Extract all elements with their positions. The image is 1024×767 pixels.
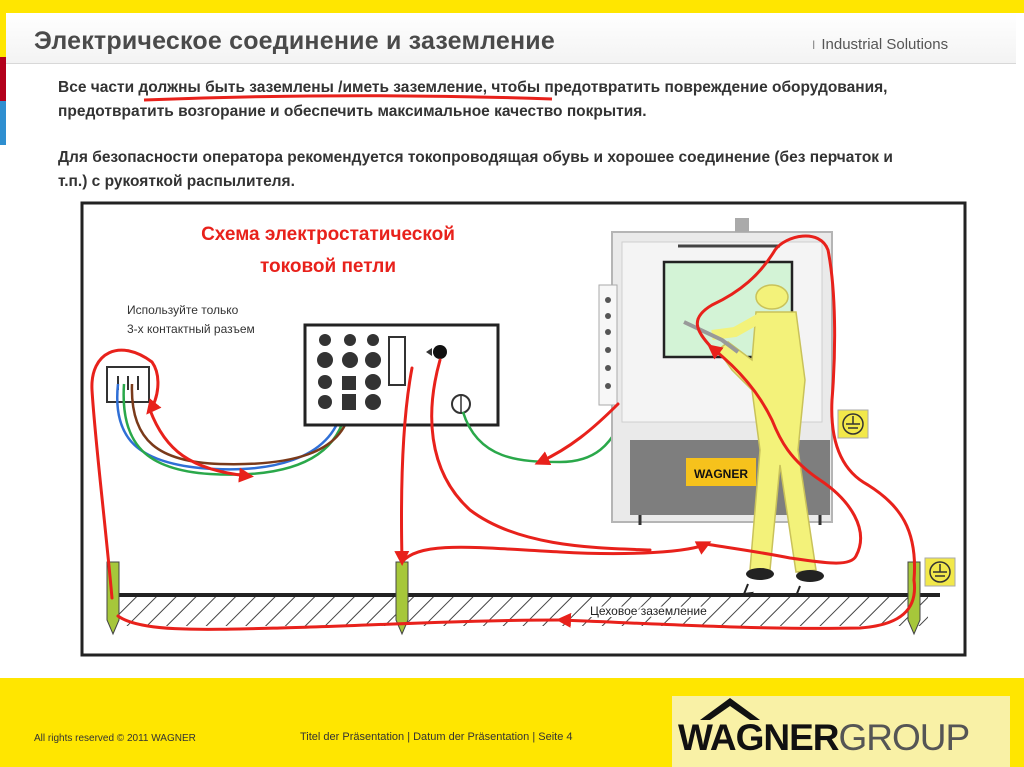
- paragraph-operator-safety: Для безопасности оператора рекомендуется…: [58, 149, 893, 190]
- wagner-roof-logo-icon: [700, 698, 760, 720]
- ground-symbol-icon: [924, 557, 956, 587]
- cable-green: [122, 383, 348, 476]
- page-title: Электрическое соединение и заземление: [34, 27, 555, 55]
- header-band: [6, 13, 1016, 64]
- current-loop: [90, 234, 917, 631]
- cable-blue: [115, 383, 344, 471]
- copyright-text: All rights reserved © 2011 WAGNER: [34, 733, 196, 744]
- top-accent-stripe: [0, 0, 1024, 13]
- industrial-text: Industrial Solutions: [821, 36, 949, 53]
- wagner-group-logo: [672, 696, 1010, 767]
- socket-label-line2: 3-х контактный разъем: [127, 322, 255, 336]
- control-unit: [303, 323, 500, 427]
- socket-label-line1: Используйте только: [127, 303, 239, 317]
- logo-group: GROUP: [838, 717, 971, 758]
- slide-info: Titel der Präsentation | Datum der Präse…: [300, 731, 573, 743]
- highlight-underline: [143, 94, 553, 102]
- cable-brown: [130, 383, 352, 466]
- wagner-group-logo-text: WAGNERGROUP: [678, 716, 971, 760]
- side-color-bars: [0, 13, 6, 145]
- ground-label: Цеховое заземление: [590, 604, 707, 618]
- ground-symbol-icon: [837, 409, 869, 439]
- booth-wagner-label: WAGNER: [694, 467, 748, 481]
- diagram-title-line2: токовой петли: [260, 256, 396, 277]
- logo-wagner: WAGNER: [678, 717, 839, 758]
- diagram-title-line1: Схема электростатической: [201, 224, 455, 245]
- paragraph-grounding: Все части должны быть заземлены /иметь з…: [58, 79, 888, 120]
